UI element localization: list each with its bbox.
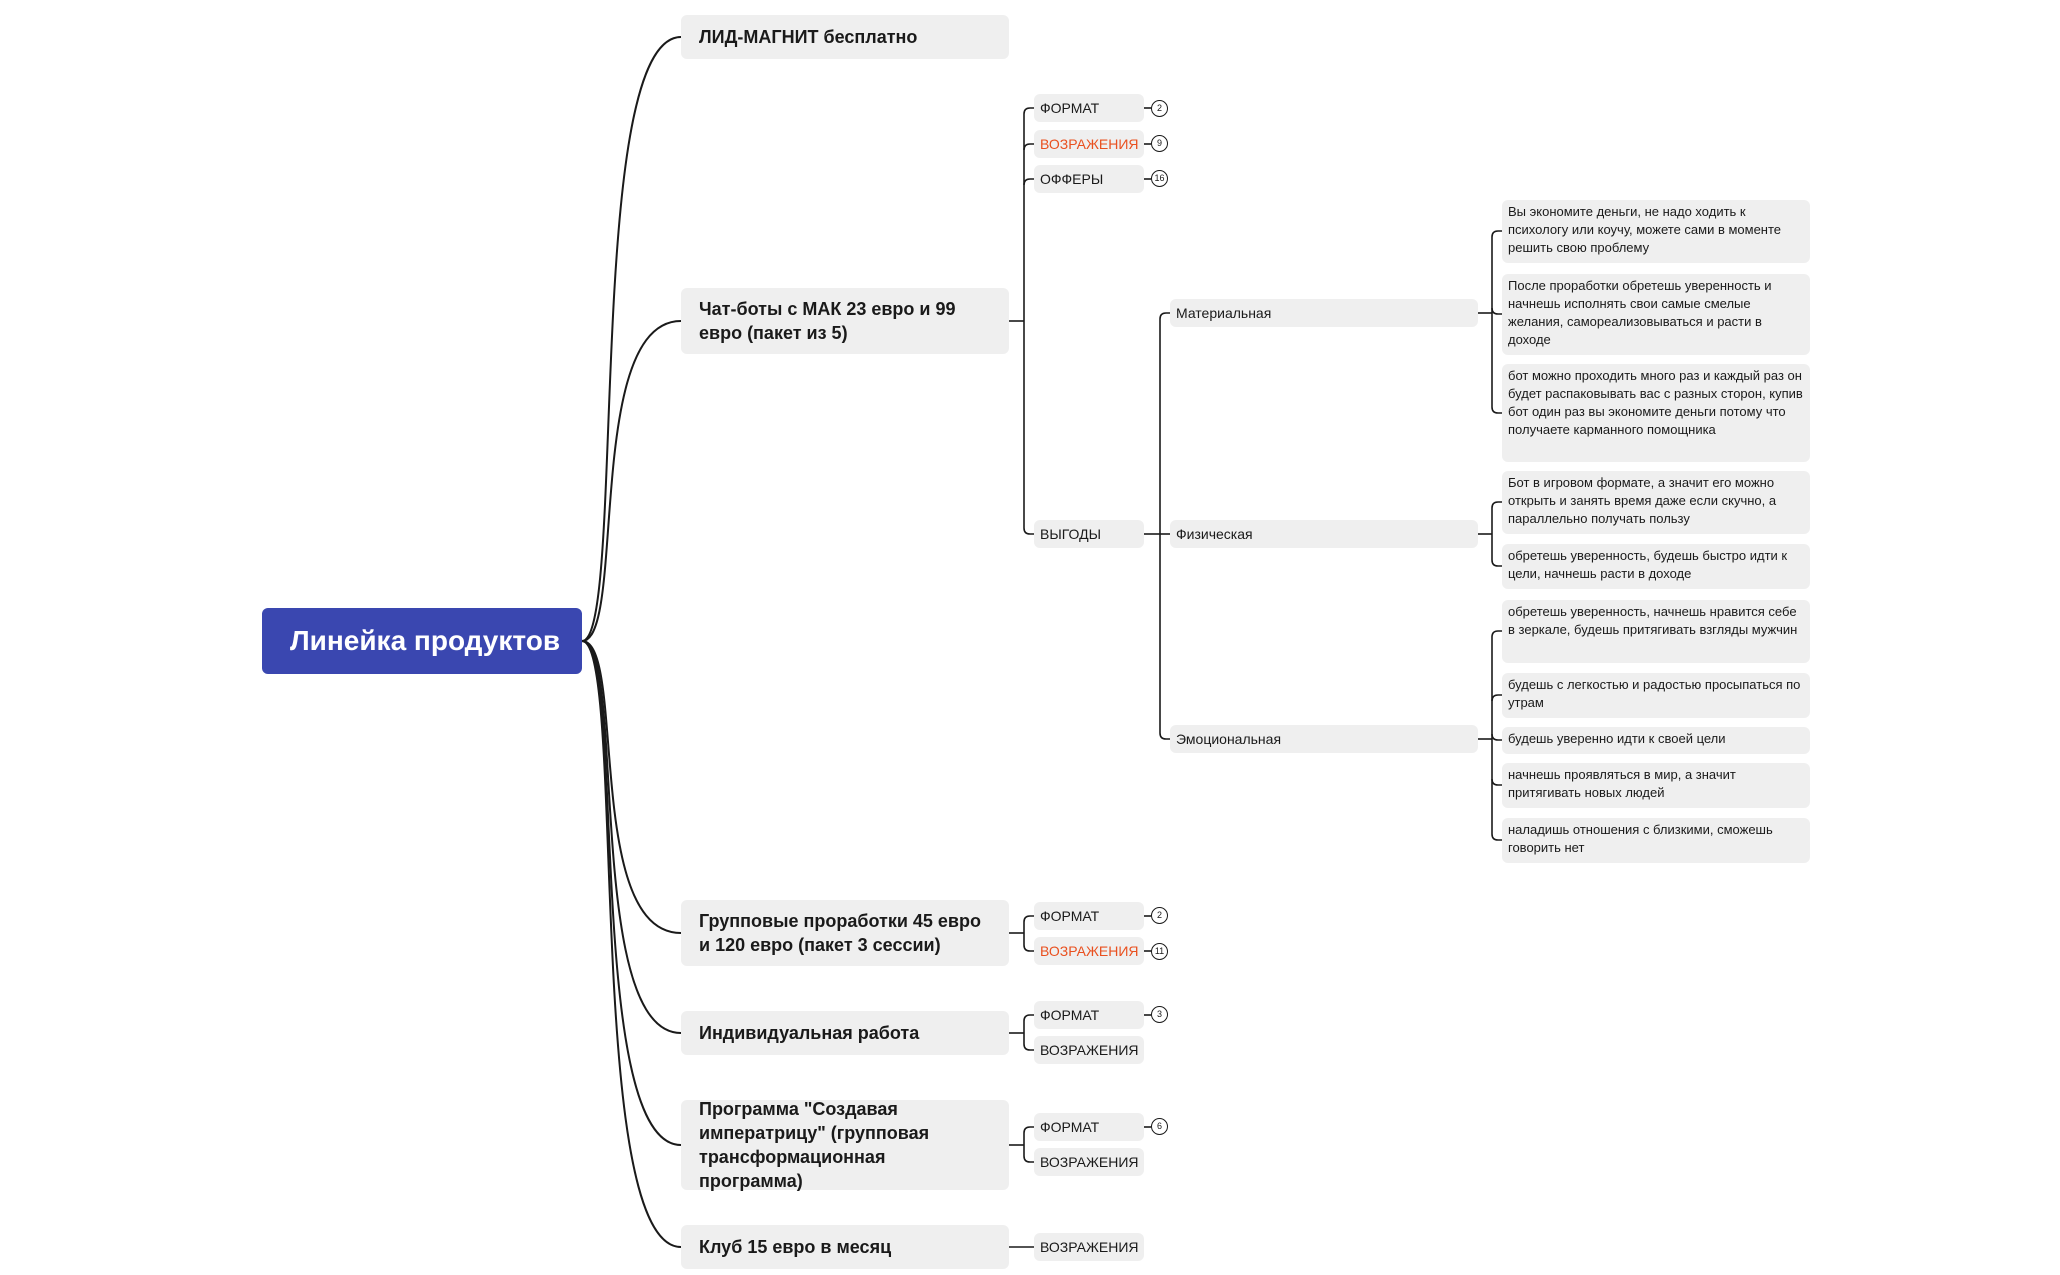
individual-format[interactable]: ФОРМАТ [1034,1001,1144,1029]
item-text: наладишь отношения с близкими, сможешь г… [1508,822,1773,855]
node-label: ВОЗРАЖЕНИЯ [1040,1042,1139,1058]
root-node[interactable]: Линейка продуктов [262,608,582,674]
item-text: обретешь уверенность, начнешь нравится с… [1508,604,1798,637]
item-text: бот можно проходить много раз и каждый р… [1508,368,1803,437]
node-label: Эмоциональная [1176,731,1282,747]
benefit-item[interactable]: Вы экономите деньги, не надо ходить к пс… [1502,200,1810,263]
benefit-item[interactable]: будешь уверенно идти к своей цели [1502,727,1810,754]
chatbots-benefits[interactable]: ВЫГОДЫ [1034,520,1144,548]
empress-objections[interactable]: ВОЗРАЖЕНИЯ [1034,1148,1144,1176]
product-title: Групповые проработки 45 евро и 120 евро … [699,911,981,955]
chatbots-format[interactable]: ФОРМАТ [1034,94,1144,122]
benefit-group-material[interactable]: Материальная [1170,299,1478,327]
product-title: Индивидуальная работа [699,1023,920,1043]
count-badge[interactable]: 2 [1151,907,1168,924]
node-label: ФОРМАТ [1040,1007,1100,1023]
chatbots-objections[interactable]: ВОЗРАЖЕНИЯ [1034,130,1144,158]
node-label: Материальная [1176,305,1272,321]
individual-objections[interactable]: ВОЗРАЖЕНИЯ [1034,1036,1144,1064]
node-label: ВЫГОДЫ [1040,526,1101,542]
product-individual-work[interactable]: Индивидуальная работа [681,1011,1009,1055]
benefit-item[interactable]: обретешь уверенность, начнешь нравится с… [1502,600,1810,663]
node-label: ФОРМАТ [1040,100,1100,116]
node-label: ФОРМАТ [1040,908,1100,924]
count-badge[interactable]: 11 [1151,943,1168,960]
item-text: начнешь проявляться в мир, а значит прит… [1508,767,1736,800]
product-club[interactable]: Клуб 15 евро в месяц [681,1225,1009,1269]
product-title: ЛИД-МАГНИТ бесплатно [699,27,918,47]
product-title: Чат-боты с МАК 23 евро и 99 евро (пакет … [699,299,956,343]
count-badge[interactable]: 3 [1151,1006,1168,1023]
benefit-item[interactable]: обретешь уверенность, будешь быстро идти… [1502,544,1810,589]
benefit-group-emotional[interactable]: Эмоциональная [1170,725,1478,753]
item-text: обретешь уверенность, будешь быстро идти… [1508,548,1788,581]
benefit-item[interactable]: наладишь отношения с близкими, сможешь г… [1502,818,1810,863]
product-lead-magnet[interactable]: ЛИД-МАГНИТ бесплатно [681,15,1009,59]
product-title: Программа "Создавая императрицу" (группо… [699,1099,930,1191]
item-text: Вы экономите деньги, не надо ходить к пс… [1508,204,1782,255]
item-text: будешь с легкостью и радостью просыпатьс… [1508,677,1801,710]
root-title: Линейка продуктов [290,625,561,656]
benefit-item[interactable]: После проработки обретешь уверенность и … [1502,274,1810,355]
product-chatbots[interactable]: Чат-боты с МАК 23 евро и 99 евро (пакет … [681,288,1009,354]
count-badge[interactable]: 9 [1151,135,1168,152]
node-label: ФОРМАТ [1040,1119,1100,1135]
benefit-item[interactable]: Бот в игровом формате, а значит его можн… [1502,471,1810,534]
item-text: будешь уверенно идти к своей цели [1508,731,1726,746]
benefit-item[interactable]: бот можно проходить много раз и каждый р… [1502,364,1810,462]
product-title: Клуб 15 евро в месяц [699,1237,892,1257]
count-badge[interactable]: 6 [1151,1118,1168,1135]
benefit-group-physical[interactable]: Физическая [1170,520,1478,548]
node-label: ВОЗРАЖЕНИЯ [1040,136,1139,152]
item-text: Бот в игровом формате, а значит его можн… [1508,475,1777,526]
count-badge[interactable]: 16 [1151,170,1168,187]
count-badge[interactable]: 2 [1151,100,1168,117]
empress-format[interactable]: ФОРМАТ [1034,1113,1144,1141]
product-group-sessions[interactable]: Групповые проработки 45 евро и 120 евро … [681,900,1009,966]
node-label: ОФФЕРЫ [1040,171,1104,187]
club-objections[interactable]: ВОЗРАЖЕНИЯ [1034,1233,1144,1261]
chatbots-offers[interactable]: ОФФЕРЫ [1034,165,1144,193]
group-sessions-objections[interactable]: ВОЗРАЖЕНИЯ [1034,937,1144,965]
benefit-item[interactable]: начнешь проявляться в мир, а значит прит… [1502,763,1810,808]
node-label: Физическая [1176,526,1253,542]
node-label: ВОЗРАЖЕНИЯ [1040,943,1139,959]
item-text: После проработки обретешь уверенность и … [1508,278,1772,347]
benefit-item[interactable]: будешь с легкостью и радостью просыпатьс… [1502,673,1810,718]
node-label: ВОЗРАЖЕНИЯ [1040,1154,1139,1170]
node-label: ВОЗРАЖЕНИЯ [1040,1239,1139,1255]
product-empress-program[interactable]: Программа "Создавая императрицу" (группо… [681,1099,1009,1191]
group-sessions-format[interactable]: ФОРМАТ [1034,902,1144,930]
